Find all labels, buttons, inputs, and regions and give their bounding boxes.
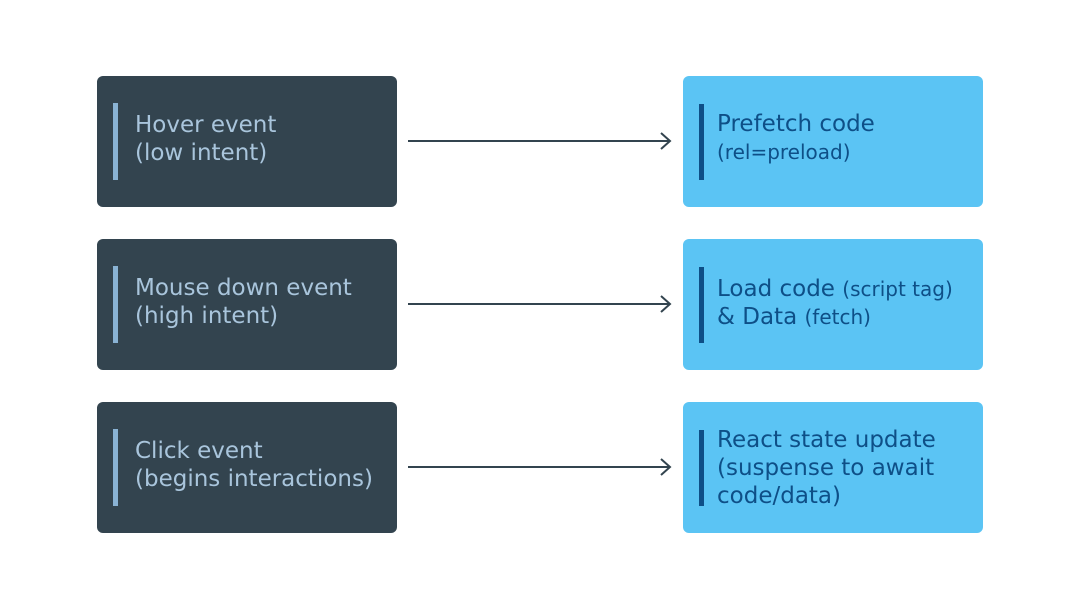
accent-bar	[113, 429, 118, 506]
arrow-icon	[408, 132, 672, 150]
trigger-subtitle: (low intent)	[135, 140, 268, 166]
action-line-1: Prefetch code	[717, 111, 875, 137]
action-text: Load code (script tag) & Data (fetch)	[717, 275, 975, 331]
accent-bar	[699, 267, 704, 343]
accent-bar	[113, 103, 118, 180]
trigger-subtitle: (high intent)	[135, 303, 279, 329]
trigger-text: Hover event (low intent)	[135, 111, 389, 167]
action-line-3: code/data)	[717, 483, 841, 509]
react-state-update-box: React state update (suspense to await co…	[683, 402, 983, 533]
action-line-2: (suspense to await	[717, 455, 935, 481]
mouse-down-event-box: Mouse down event (high intent)	[97, 239, 397, 370]
hover-event-box: Hover event (low intent)	[97, 76, 397, 207]
action-line-1: React state update	[717, 427, 936, 453]
accent-bar	[699, 104, 704, 180]
click-event-box: Click event (begins interactions)	[97, 402, 397, 533]
arrow-icon	[408, 295, 672, 313]
accent-bar	[699, 430, 704, 506]
action-line-2: & Data (fetch)	[717, 304, 871, 330]
action-line-2: (rel=preload)	[717, 140, 851, 164]
trigger-title: Hover event	[135, 112, 277, 138]
trigger-text: Mouse down event (high intent)	[135, 274, 389, 330]
arrow-icon	[408, 458, 672, 476]
trigger-subtitle: (begins interactions)	[135, 466, 373, 492]
action-text: Prefetch code (rel=preload)	[717, 110, 975, 166]
trigger-title: Click event	[135, 438, 263, 464]
trigger-text: Click event (begins interactions)	[135, 437, 389, 493]
accent-bar	[113, 266, 118, 343]
trigger-title: Mouse down event	[135, 275, 352, 301]
action-text: React state update (suspense to await co…	[717, 426, 975, 510]
load-code-box: Load code (script tag) & Data (fetch)	[683, 239, 983, 370]
prefetch-code-box: Prefetch code (rel=preload)	[683, 76, 983, 207]
action-line-1: Load code (script tag)	[717, 276, 953, 302]
